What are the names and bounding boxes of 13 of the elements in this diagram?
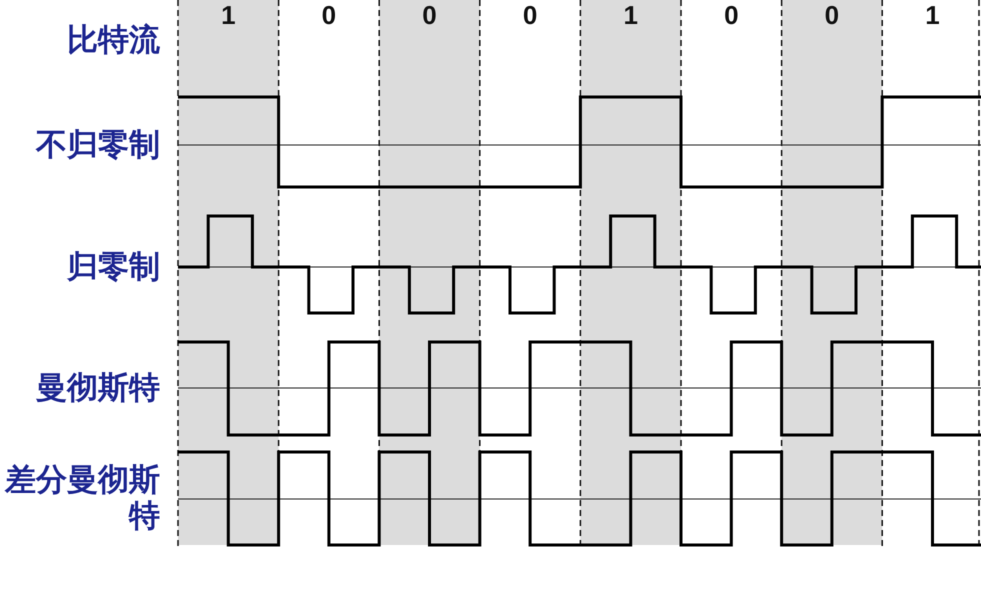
row-label: 归零制 bbox=[66, 249, 160, 285]
bit-value: 0 bbox=[824, 0, 840, 31]
row-label: 不归零制 bbox=[34, 127, 160, 163]
bit-value: 0 bbox=[723, 0, 740, 31]
bit-value: 1 bbox=[622, 0, 639, 31]
row-label: 比特流 bbox=[66, 22, 160, 58]
bit-value: 0 bbox=[320, 0, 338, 31]
bit-value: 0 bbox=[522, 0, 538, 31]
bit-value: 1 bbox=[220, 0, 237, 31]
bit-value: 1 bbox=[924, 0, 941, 31]
row-label: 曼彻斯特 bbox=[35, 370, 160, 406]
row-label: 差分曼彻斯特 bbox=[4, 462, 160, 534]
bit-value: 0 bbox=[421, 0, 438, 31]
